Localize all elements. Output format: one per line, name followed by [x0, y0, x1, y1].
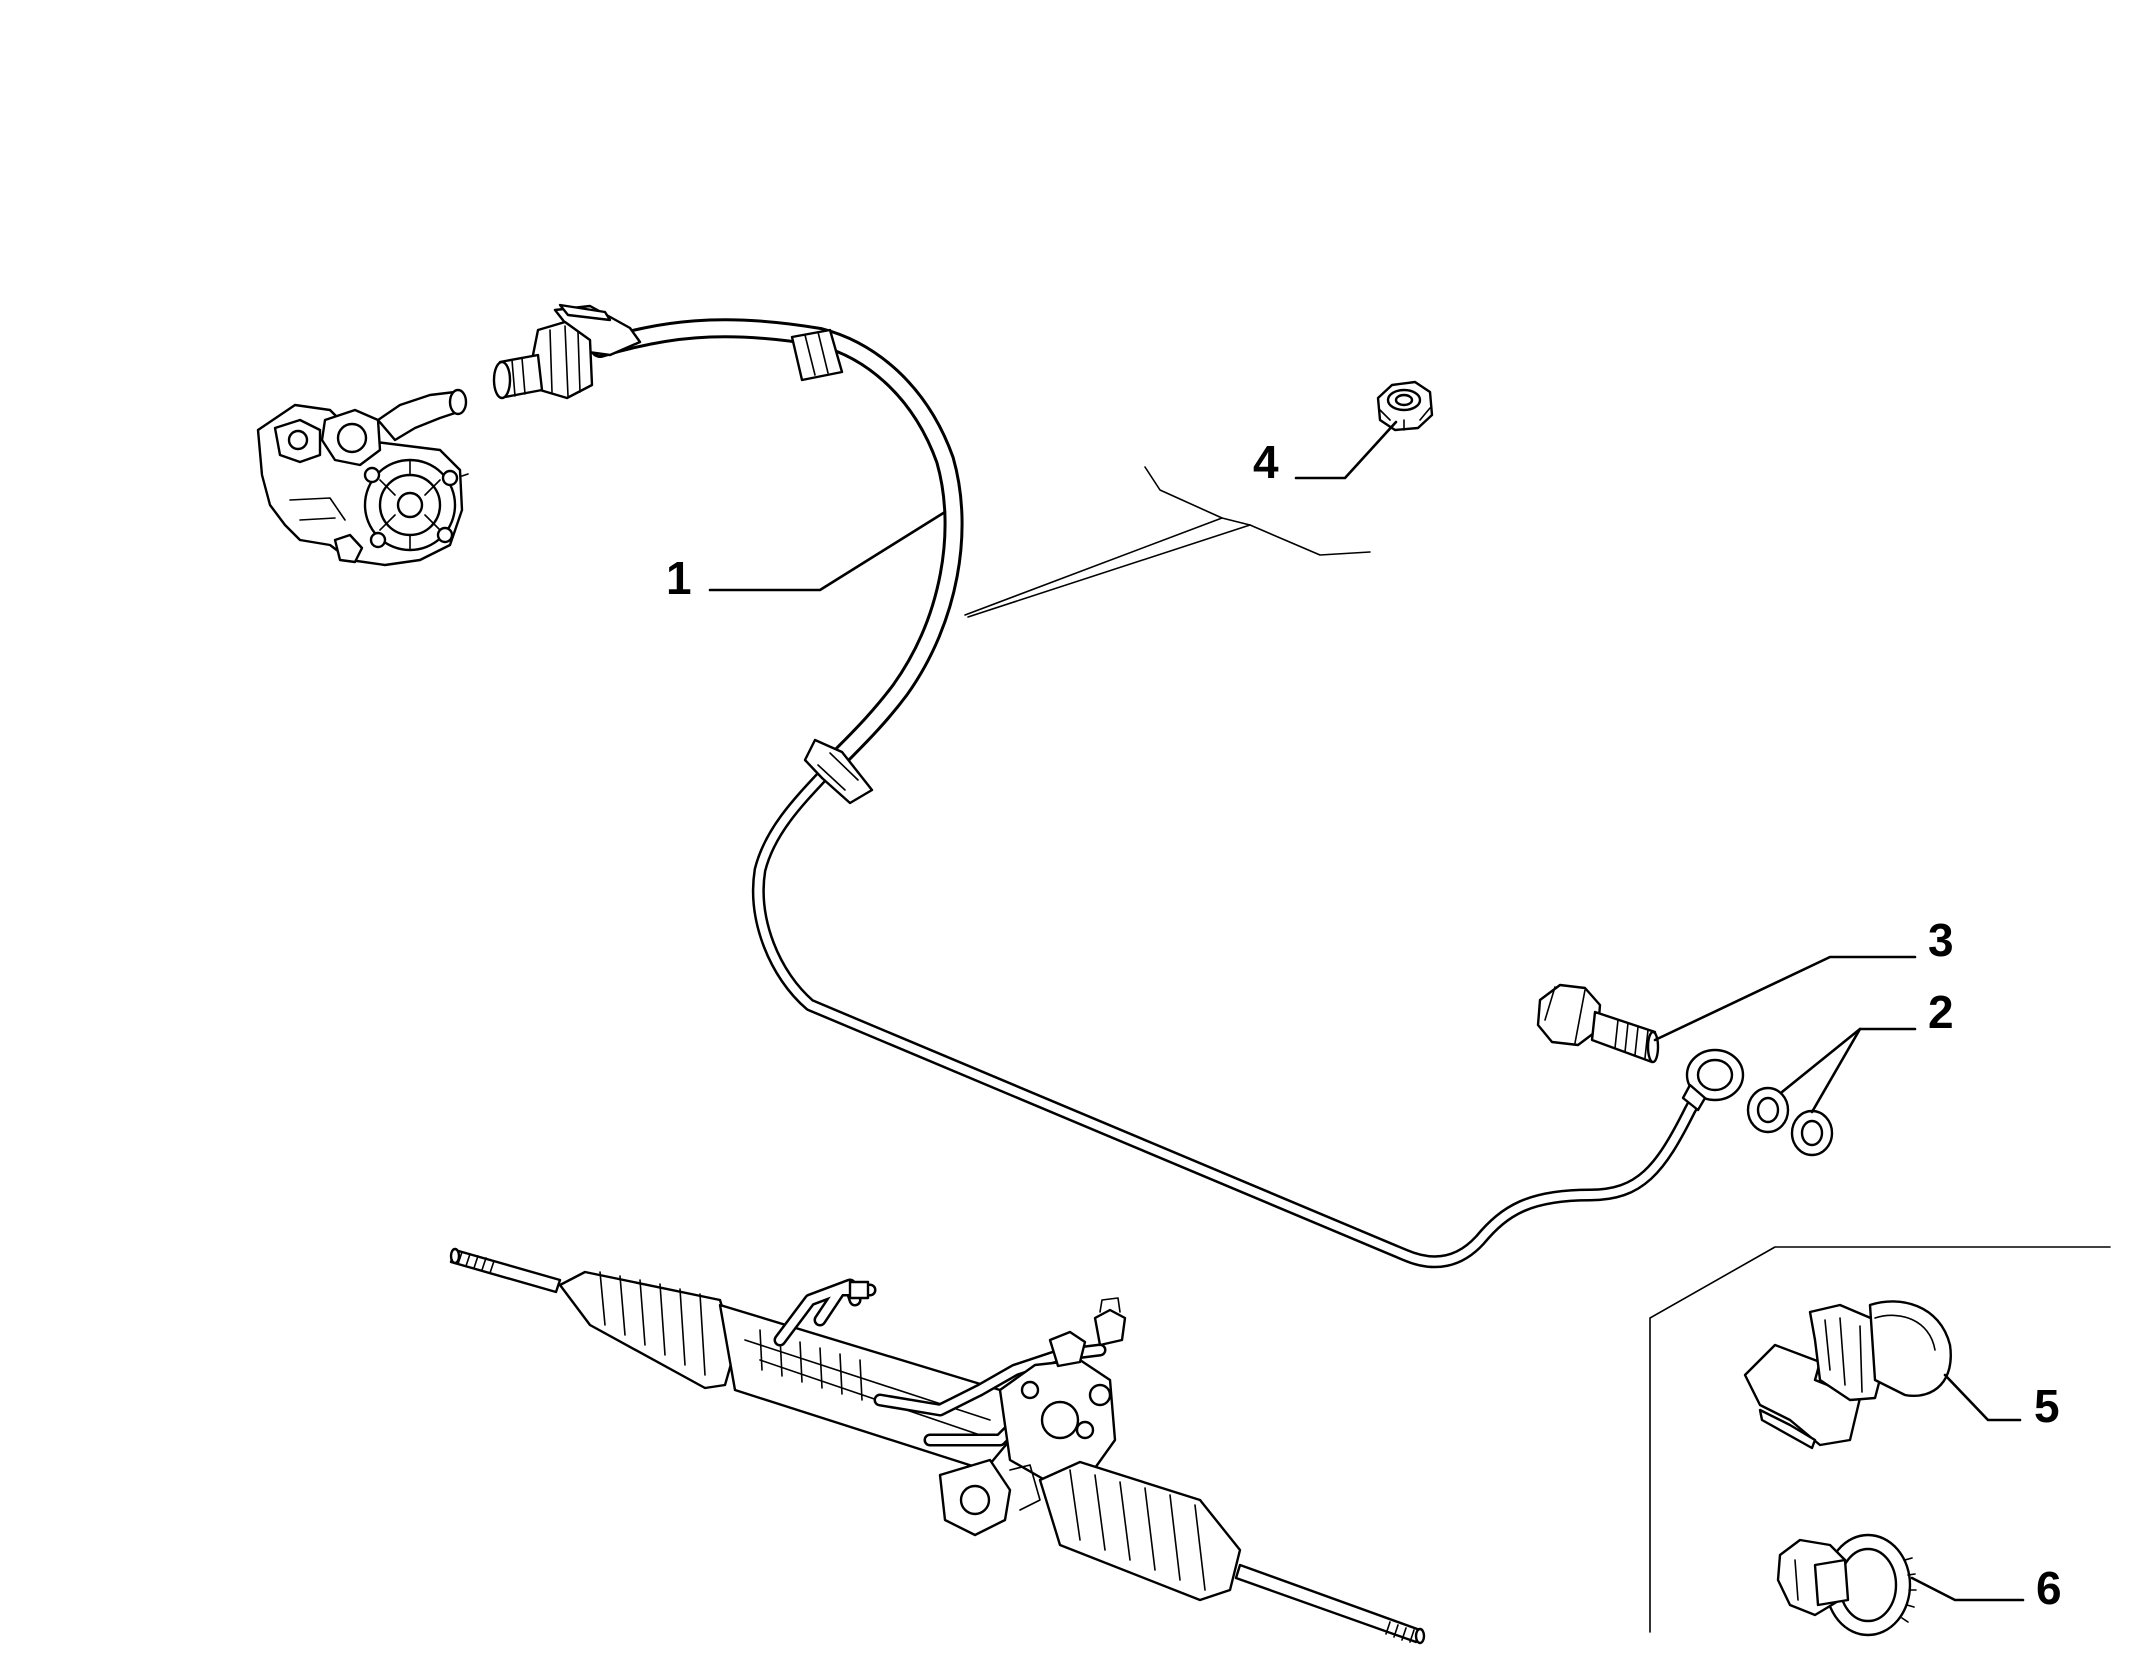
hex-nut-icon — [1376, 380, 1434, 432]
sealing-washer-icon — [1746, 1086, 1834, 1157]
leader-6 — [1910, 1576, 2025, 1602]
callouts: 1 4 3 2 5 6 — [666, 436, 2062, 1614]
leader-lines — [708, 420, 2025, 1602]
steering-rack-icon — [449, 1247, 1426, 1645]
inset-frame — [1649, 1246, 2111, 1633]
callout-1: 1 — [666, 552, 692, 604]
callout-5: 5 — [2034, 1380, 2060, 1432]
callout-4: 4 — [1253, 436, 1279, 488]
callout-6: 6 — [2036, 1562, 2062, 1614]
callout-2: 2 — [1928, 986, 1954, 1038]
callout-3: 3 — [1928, 914, 1954, 966]
leader-2 — [1780, 1027, 1917, 1094]
pressure-hose — [492, 303, 1745, 1269]
hose-bracket-icon — [1743, 1300, 1952, 1450]
leader-1 — [708, 510, 947, 592]
power-steering-pump-icon — [256, 388, 469, 567]
leader-3 — [1653, 955, 1917, 1042]
leader-5 — [1943, 1373, 2022, 1422]
banjo-bolt-icon — [1536, 983, 1660, 1064]
hose-clamp-icon — [1776, 1533, 1917, 1637]
leader-4 — [1294, 420, 1398, 480]
leader-2b — [1810, 1027, 1862, 1114]
hose-bracket-lines — [964, 466, 1371, 618]
